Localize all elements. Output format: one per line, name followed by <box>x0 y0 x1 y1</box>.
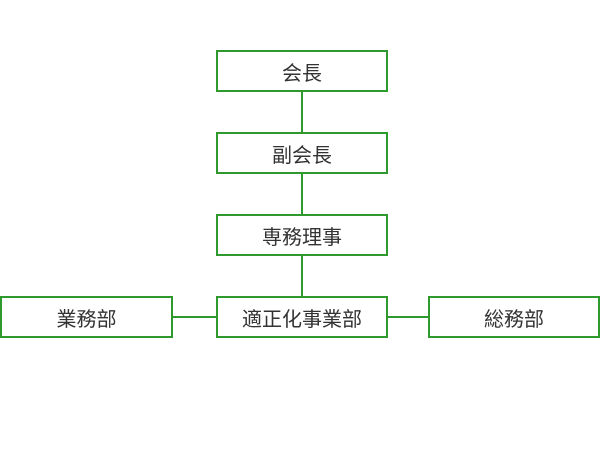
node-managing-director: 専務理事 <box>216 214 388 256</box>
connector-compliance-general-affairs <box>388 316 428 318</box>
connector-business-compliance <box>173 316 216 318</box>
connector-managing-director-compliance <box>301 256 303 296</box>
node-vice-chairman: 副会長 <box>216 132 388 174</box>
node-chairman: 会長 <box>216 50 388 92</box>
node-business-dept: 業務部 <box>0 296 173 338</box>
connector-chairman-vice-chairman <box>301 92 303 132</box>
connector-vice-chairman-managing-director <box>301 174 303 214</box>
node-general-affairs-dept: 総務部 <box>428 296 600 338</box>
node-compliance-dept: 適正化事業部 <box>216 296 388 338</box>
